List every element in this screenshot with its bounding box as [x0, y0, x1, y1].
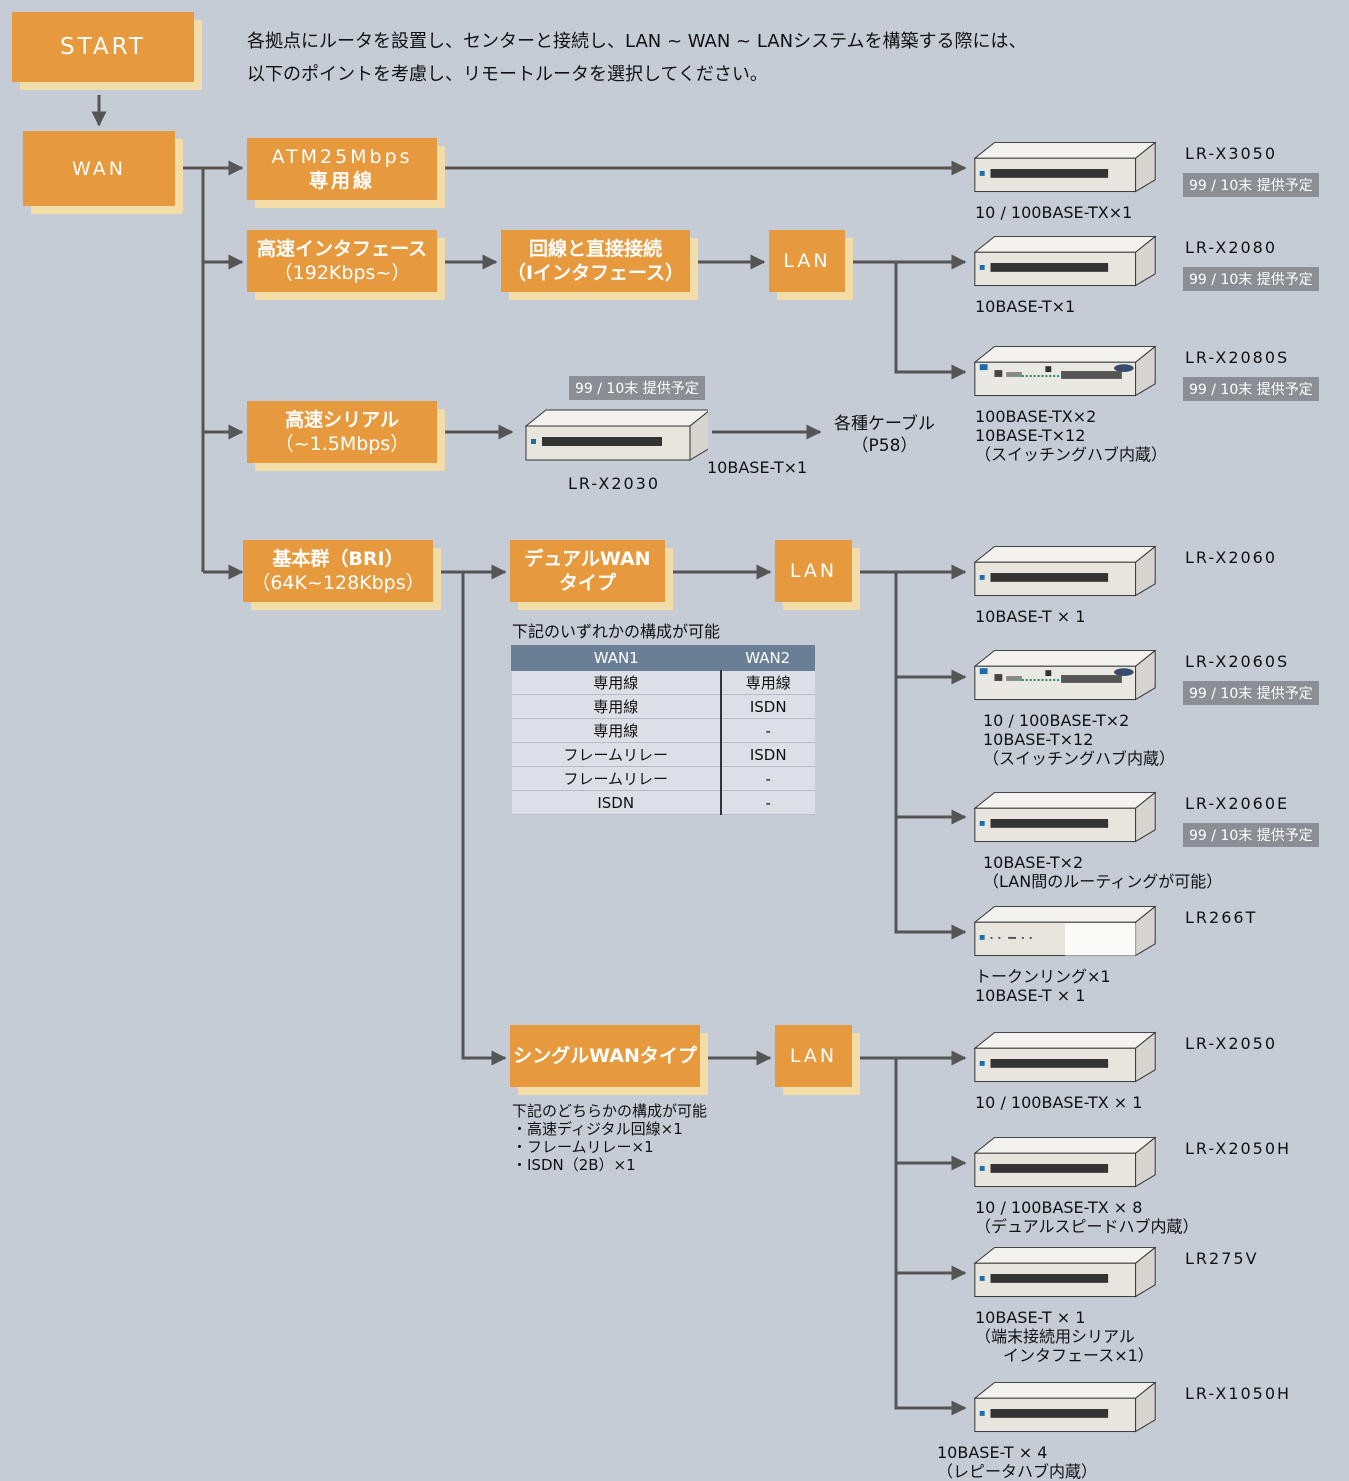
lr-x2080-spec: 10BASE-T×1 — [975, 297, 1076, 316]
wan-box: WAN — [23, 131, 175, 206]
lr-x2060e-device-icon — [973, 791, 1157, 843]
dual-caption: 下記のいずれかの構成が可能 — [512, 622, 721, 641]
table-cell: 専用線 — [511, 694, 722, 719]
bri-box: 基本群（BRI）（64K~128Kbps） — [243, 540, 433, 602]
lan-box-1: LAN — [769, 230, 845, 292]
lr-x2060-spec: 10BASE-T × 1 — [975, 607, 1086, 626]
lr-x2060s-device-icon — [973, 649, 1157, 701]
x2030-port: 10BASE-T×1 — [707, 458, 808, 477]
lr-x2080-badge: 99 / 10末 提供予定 — [1183, 267, 1319, 291]
lr266t-device-icon — [973, 905, 1157, 957]
lr-x2080s-device-icon — [973, 345, 1157, 397]
intro-line-1: 各拠点にルータを設置し、センターと接続し、LAN ~ WAN ~ LANシステム… — [247, 31, 1027, 52]
lr-x2060s-name: LR-X2060S — [1185, 652, 1290, 671]
lan-box-3: LAN — [775, 1025, 852, 1087]
highspeed-if-box: 高速インタフェース（192Kbps~） — [247, 230, 437, 292]
table-cell: フレームリレー — [511, 766, 722, 791]
lr-x2050h-device-icon — [973, 1136, 1157, 1188]
lr-x2080-name: LR-X2080 — [1185, 238, 1278, 257]
table-cell: - — [720, 766, 815, 791]
lr-x2060e-badge: 99 / 10末 提供予定 — [1183, 823, 1319, 847]
table-cell: 専用線 — [511, 718, 722, 743]
table-cell: 専用線 — [720, 670, 815, 695]
single-note: 下記のどちらかの構成が可能・高速ディジタル回線×1・フレームリレー×1・ISDN… — [512, 1102, 708, 1174]
table-cell: 専用線 — [511, 670, 722, 695]
lr-x2050-name: LR-X2050 — [1185, 1034, 1278, 1053]
lan2-branch — [894, 572, 967, 940]
lan-box-2: LAN — [775, 540, 852, 602]
table-cell: - — [720, 790, 815, 815]
direct-connect-box: 回線と直接接続（Iインタフェース） — [501, 230, 690, 292]
lr-x3050-device-icon — [973, 141, 1157, 193]
single-wan-box: シングルWANタイプ — [510, 1025, 700, 1087]
bri-down — [461, 572, 507, 1066]
lr-x2060e-spec: 10BASE-T×2（LAN間のルーティングが可能） — [983, 853, 1223, 891]
lr-x1050h-device-icon — [973, 1381, 1157, 1433]
table-header: WAN2 — [720, 645, 815, 671]
lr-x2080s-name: LR-X2080S — [1185, 348, 1290, 367]
lr-x2080-device-icon — [973, 235, 1157, 287]
cable-label: 各種ケーブル（P58） — [834, 414, 935, 456]
lr275v-spec: 10BASE-T × 1（端末接続用シリアルインタフェース×1） — [975, 1308, 1154, 1365]
table-header: WAN1 — [510, 645, 722, 671]
x2030-badge: 99 / 10末 提供予定 — [569, 376, 705, 400]
x2030-name: LR-X2030 — [568, 474, 661, 493]
lr-x2050-device-icon — [973, 1031, 1157, 1083]
serial-box: 高速シリアル（~1.5Mbps） — [247, 401, 437, 463]
table-row: フレームリレー- — [511, 766, 815, 791]
lr266t-name: LR266T — [1185, 908, 1258, 927]
lan1-branch — [894, 262, 967, 380]
table-cell: ISDN — [720, 694, 815, 719]
lr-x3050-badge: 99 / 10末 提供予定 — [1183, 173, 1319, 197]
lr275v-device-icon — [973, 1246, 1157, 1298]
lr-x2050h-spec: 10 / 100BASE-TX × 8（デュアルスピードハブ内蔵） — [975, 1198, 1199, 1236]
start-box: START — [12, 12, 194, 82]
intro-text: 各拠点にルータを設置し、センターと接続し、LAN ~ WAN ~ LANシステム… — [247, 25, 1027, 91]
lr-x1050h-name: LR-X1050H — [1185, 1384, 1292, 1403]
lr-x3050-name: LR-X3050 — [1185, 144, 1278, 163]
lr-x2060-device-icon — [973, 545, 1157, 597]
lr-x2060-name: LR-X2060 — [1185, 548, 1278, 567]
table-row: ISDN- — [511, 790, 815, 815]
table-row: 専用線専用線 — [511, 670, 815, 695]
lr-x3050-spec: 10 / 100BASE-TX×1 — [975, 203, 1133, 222]
table-cell: フレームリレー — [511, 742, 722, 767]
router-device-icon — [524, 409, 708, 461]
table-row: 専用線- — [511, 718, 815, 743]
lan3-branch — [894, 1058, 967, 1416]
lr-x2080s-badge: 99 / 10末 提供予定 — [1183, 377, 1319, 401]
lr-x1050h-spec: 10BASE-T × 4（レピータハブ内蔵） — [937, 1443, 1098, 1481]
lr-x2060s-badge: 99 / 10末 提供予定 — [1183, 681, 1319, 705]
table-cell: ISDN — [720, 742, 815, 767]
lr-x2060e-name: LR-X2060E — [1185, 794, 1290, 813]
table-cell: - — [720, 718, 815, 743]
intro-line-2: 以下のポイントを考慮し、リモートルータを選択してください。 — [247, 64, 768, 85]
lr-x2050h-name: LR-X2050H — [1185, 1139, 1292, 1158]
lr275v-name: LR275V — [1185, 1249, 1259, 1268]
table-cell: ISDN — [511, 790, 722, 815]
lr-x2050-spec: 10 / 100BASE-TX × 1 — [975, 1093, 1143, 1112]
